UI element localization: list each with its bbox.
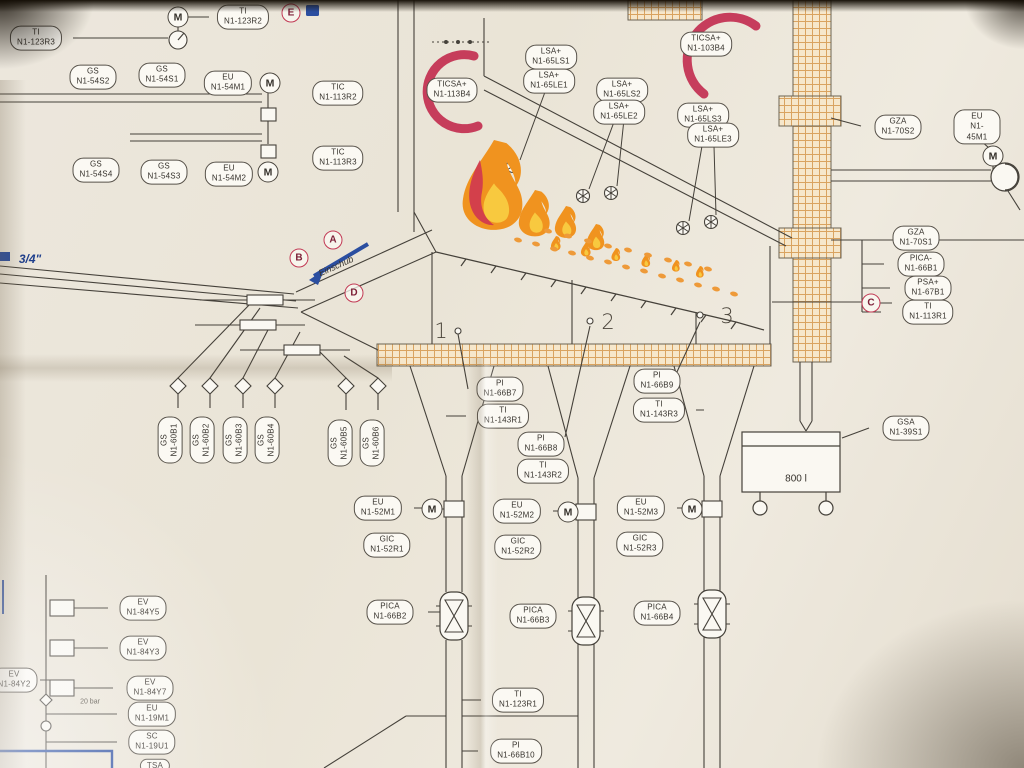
tag-n1-52r2: GIC N1-52R2: [494, 534, 542, 560]
tag-n1-54s2: GS N1-54S2: [69, 64, 117, 90]
tag-n1-113r2: TIC N1-113R2: [312, 80, 364, 106]
tag-n1-60b4: GS N1-60B4: [254, 416, 280, 464]
tag-n1-54m2: EU N1-54M2: [204, 161, 254, 187]
tag-n1-66b9: PI N1-66B9: [633, 368, 681, 394]
tag-n1-143r2: TI N1-143R2: [516, 458, 570, 484]
tag-n1-52m3: EU N1-52M3: [616, 495, 666, 521]
letter-circle-c: C: [861, 293, 881, 313]
motor-icon: M: [257, 161, 279, 183]
tag-n1-60b3: GS N1-60B3: [222, 416, 248, 464]
tag-n1-52m1: EU N1-52M1: [353, 495, 403, 521]
tag-n1-70s1: GZA N1-70S1: [892, 225, 940, 251]
ash-tank: [741, 431, 841, 516]
tag-n1-113r1: TI N1-113R1: [902, 299, 954, 325]
tag-n1-66b7: PI N1-66B7: [476, 376, 524, 402]
letter-circle-e: E: [281, 3, 301, 23]
tag-n1-52r3: GIC N1-52R3: [616, 531, 664, 557]
motor-icon: M: [421, 498, 443, 520]
tag-n1-65le3: LSA+ N1-65LE3: [687, 122, 739, 148]
label-3-4-: 3/4": [18, 252, 42, 266]
tag-n1-70s2: GZA N1-70S2: [874, 114, 922, 140]
tag-n1-113b4: TICSA+ N1-113B4: [426, 77, 478, 103]
tag-n1-143r1: TI N1-143R1: [476, 403, 530, 429]
tag-n1-66b8: PI N1-66B8: [517, 431, 565, 457]
tag-n1-60b5: GS N1-60B5: [327, 419, 353, 467]
tag-n1-60b2: GS N1-60B2: [189, 416, 215, 464]
tag-n1-65le1: LSA+ N1-65LE1: [523, 68, 575, 94]
label-800-l: 800 l: [785, 473, 807, 485]
tag-n1-65ls1: LSA+ N1-65LS1: [525, 44, 577, 70]
tag-n1-66b1: PICA- N1-66B1: [897, 251, 945, 277]
tag-n1-54m1: EU N1-54M1: [203, 70, 253, 96]
tag-n1-66b4: PICA N1-66B4: [633, 600, 681, 626]
label-einschub: Einschub: [317, 253, 355, 279]
grate-steps: [435, 251, 765, 331]
tag-n1-67b1: PSA+ N1-67B1: [904, 275, 952, 301]
tag-n1-84y5: EV N1-84Y5: [119, 595, 167, 621]
tag-n1-19u1: SC N1-19U1: [128, 729, 176, 755]
tag-n1-66b3: PICA N1-66B3: [509, 603, 557, 629]
line-diamonds: [169, 377, 387, 395]
tag-n1-52m2: EU N1-52M2: [492, 498, 542, 524]
tag-n1-66b10: PI N1-66B10: [490, 738, 542, 764]
tag-n1-19m1: EU N1-19M1: [127, 701, 177, 727]
tag-n1-84y7: EV N1-84Y7: [126, 675, 174, 701]
tag-n1-123r3: TI N1-123R3: [9, 25, 63, 51]
label-1: 1: [434, 319, 448, 343]
level-sensors: [432, 40, 719, 236]
tag-n1-123r1: TI N1-123R1: [491, 687, 545, 713]
tag-n1-45m1: EU N1-45M1: [953, 109, 1001, 145]
tag-n1-65le2: LSA+ N1-65LE2: [593, 99, 645, 125]
tag-n1-54s1: GS N1-54S1: [138, 62, 186, 88]
tag-n1-84y2: EV N1-84Y2: [0, 667, 38, 693]
tag-n1-143r3: TI N1-143R3: [632, 397, 686, 423]
tag-n1-60b1: GS N1-60B1: [157, 416, 183, 464]
motor-icon: M: [259, 72, 281, 94]
motor-icon: M: [982, 145, 1004, 167]
motor-icon: M: [167, 6, 189, 28]
tag-n1-39s1: GSA N1-39S1: [882, 415, 930, 441]
label-2: 2: [601, 310, 615, 334]
tag-n1-113r3: TIC N1-113R3: [312, 145, 364, 171]
tag-tsa: TSA: [139, 758, 171, 768]
tag-n1-54s4: GS N1-54S4: [72, 157, 120, 183]
tag-n1-103b4: TICSA+ N1-103B4: [680, 31, 732, 57]
pump: [990, 162, 1020, 192]
letter-circle-a: A: [323, 230, 343, 250]
flames: [462, 140, 704, 278]
motor-icon: M: [557, 501, 579, 523]
tag-n1-52r1: GIC N1-52R1: [363, 532, 411, 558]
tag-n1-54s3: GS N1-54S3: [140, 159, 188, 185]
tag-n1-66b2: PICA N1-66B2: [366, 599, 414, 625]
label-20-bar: 20 bar: [80, 698, 100, 706]
letter-circle-b: B: [289, 248, 309, 268]
tag-n1-123r2: TI N1-123R2: [216, 4, 270, 30]
letter-circle-d: D: [344, 283, 364, 303]
label-3: 3: [720, 304, 734, 328]
tag-n1-84y3: EV N1-84Y3: [119, 635, 167, 661]
gauge-needle: [177, 32, 185, 41]
motor-icon: M: [681, 498, 703, 520]
tag-n1-60b6: GS N1-60B6: [359, 419, 385, 467]
tag-n1-65ls2: LSA+ N1-65LS2: [596, 77, 648, 103]
